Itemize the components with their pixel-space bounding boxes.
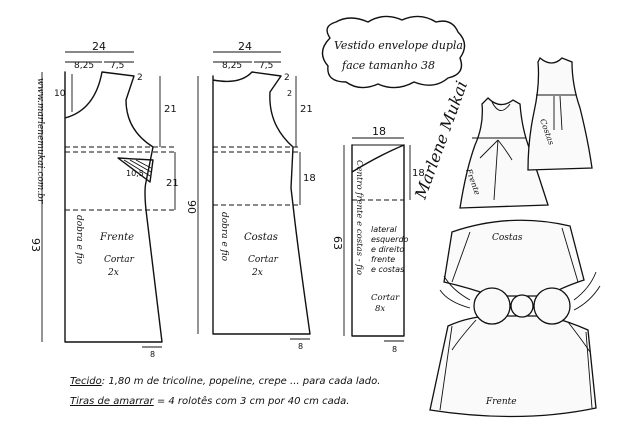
signature: Marlene Mukai (411, 78, 472, 202)
front-dart-width: 10,5 (126, 169, 144, 178)
back-width: 24 (238, 40, 252, 53)
title-line-1: Vestido envelope dupla (334, 39, 463, 52)
side-desc-line: esquerdo (371, 235, 409, 244)
front-pattern-piece (41, 51, 176, 348)
back-name: Costas (244, 232, 278, 243)
ties-label: Tiras de amarrar (70, 396, 155, 407)
front-hem: 8 (150, 350, 155, 359)
dress-illustration-back (527, 56, 593, 171)
back-top-left: 8,25 (222, 61, 242, 71)
finished-front-label: Frente (485, 397, 517, 407)
front-cut: Cortar (104, 255, 135, 265)
fabric-label: Tecido (70, 376, 102, 387)
finished-back-label: Costas (492, 233, 523, 243)
front-length: 93 (29, 238, 42, 252)
ties-note: Tiras de amarrar = 4 rolotês com 3 cm po… (70, 395, 349, 407)
front-dart (117, 157, 154, 183)
back-cut: Cortar (248, 255, 279, 265)
front-shoulder-drop: 2 (137, 73, 143, 83)
back-length: 90 (185, 200, 198, 214)
back-shoulder-drop: 2 (284, 73, 290, 83)
dress-illustration-front (459, 97, 549, 209)
front-armhole-depth: 21 (164, 104, 177, 115)
ties-text: = 4 rolotês com 3 cm por 40 cm cada. (154, 395, 350, 407)
side-desc-line: e direito (371, 245, 404, 254)
side-qty: 8x (375, 304, 385, 314)
front-name: Frente (99, 232, 134, 243)
fabric-text: : 1,80 m de tricoline, popeline, crepe .… (102, 376, 381, 387)
back-neck-depth: 2 (287, 89, 292, 98)
side-cut: Cortar (371, 293, 400, 303)
side-hem: 8 (392, 345, 397, 354)
front-qty: 2x (107, 268, 119, 278)
website-text: www.marlenemukai.com.br (35, 78, 45, 204)
front-top-left: 8,25 (74, 61, 94, 71)
side-pattern-piece (343, 137, 411, 342)
side-desc-line: lateral (371, 225, 397, 234)
side-center-label: Centro frente e costas - fio (354, 160, 364, 275)
front-width: 24 (92, 40, 106, 53)
title-cloud (321, 15, 466, 89)
back-qty: 2x (251, 268, 263, 278)
back-waist-to-hip: 18 (303, 173, 316, 184)
side-top-depth: 18 (412, 168, 425, 179)
back-top-right: 7,5 (259, 61, 273, 71)
side-length: 63 (331, 236, 344, 250)
side-desc-line: e costas (371, 265, 404, 274)
side-desc-line: frente (371, 255, 395, 264)
title-line-2: face tamanho 38 (341, 59, 435, 72)
back-hem: 8 (298, 342, 303, 351)
notes: Tecido: 1,80 m de tricoline, popeline, c… (70, 376, 380, 407)
back-pattern-piece (197, 51, 311, 340)
front-neck-depth: 10 (54, 89, 66, 99)
finished-dress-layout (429, 219, 601, 418)
back-armhole-depth: 21 (300, 104, 313, 115)
back-fold: dobra e fio (219, 212, 229, 262)
front-fold: dobra e fio (74, 215, 84, 265)
side-width: 18 (372, 125, 386, 138)
front-waist-to-hip: 21 (166, 178, 179, 189)
side-description: lateral esquerdo e direito frente e cost… (371, 225, 409, 274)
front-top-right: 7,5 (110, 61, 124, 71)
fabric-note: Tecido: 1,80 m de tricoline, popeline, c… (70, 376, 380, 387)
